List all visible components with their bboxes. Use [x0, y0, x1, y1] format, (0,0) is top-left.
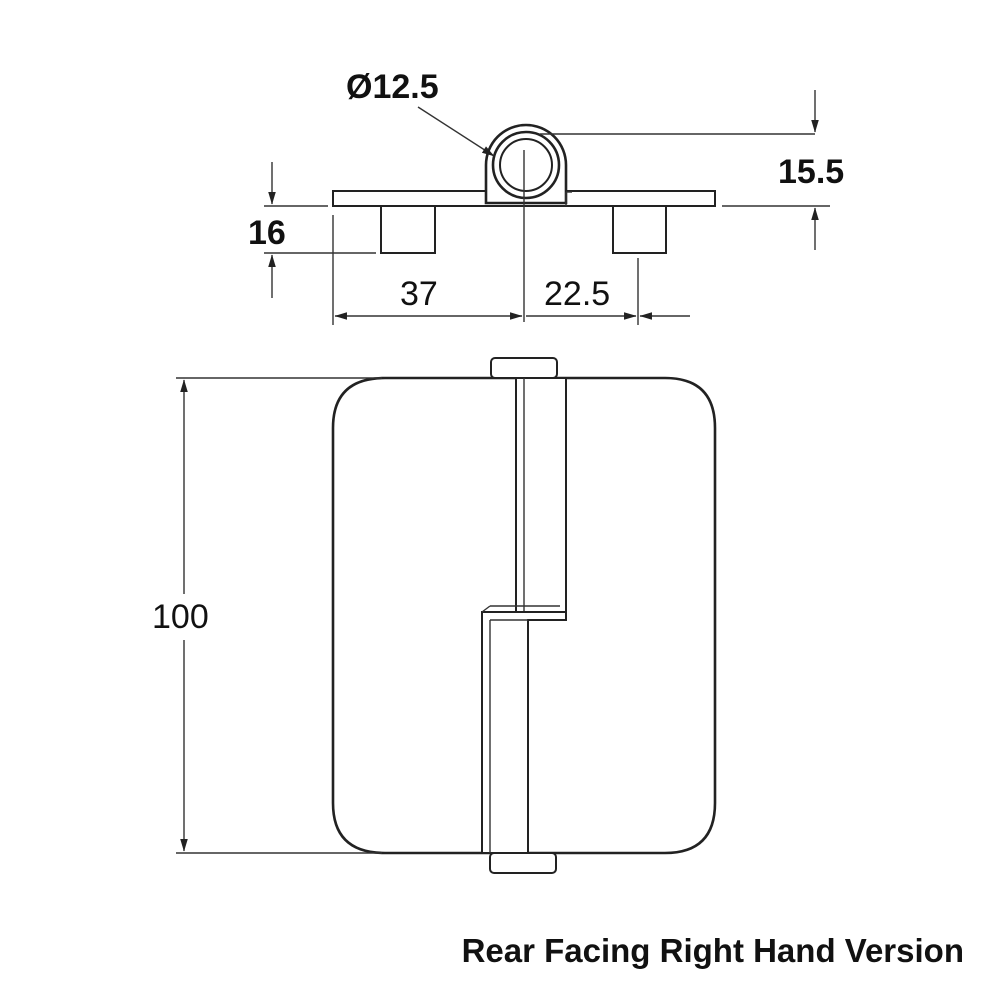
pin-cap-bottom: [489, 852, 557, 874]
right-boss: [612, 205, 667, 254]
top-view: Ø12.5 15.5 16 37 22.5: [248, 68, 844, 325]
overall-height-label: 100: [152, 598, 209, 636]
leaf-thickness-label: 16: [248, 214, 286, 252]
pin-cap-top: [490, 357, 558, 379]
right-offset-label: 22.5: [544, 275, 610, 313]
left-boss: [380, 205, 436, 254]
left-offset-label: 37: [400, 275, 438, 313]
pin-inner-circle: [499, 138, 553, 192]
drawing-caption: Rear Facing Right Hand Version: [461, 932, 964, 969]
pin-diameter-label: Ø12.5: [346, 68, 439, 106]
knuckle-height-label: 15.5: [778, 153, 844, 191]
pin-outer-circle: [491, 130, 561, 200]
front-view: 100: [152, 357, 717, 874]
